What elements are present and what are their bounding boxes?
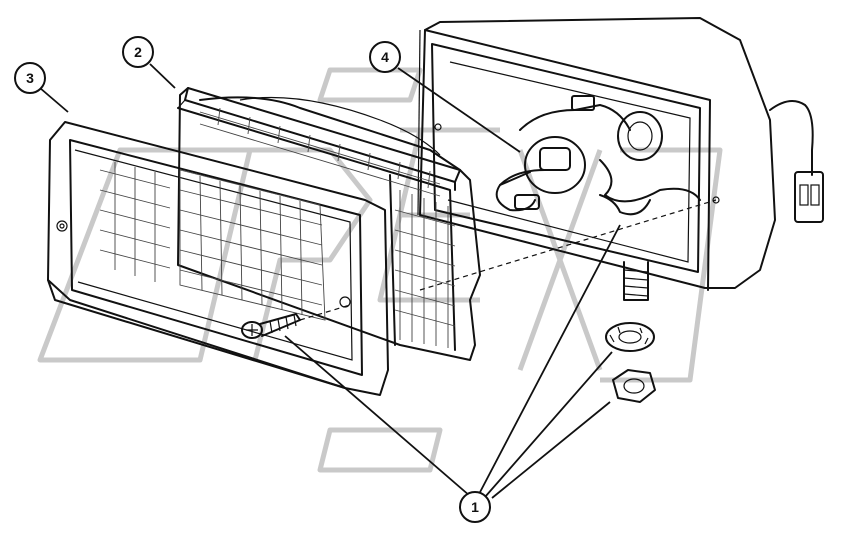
callout-3: 3	[14, 62, 46, 94]
bulb-4	[495, 136, 586, 212]
leader-lines	[39, 63, 621, 499]
callout-3-label: 3	[26, 70, 34, 86]
callout-1-label: 1	[471, 499, 479, 515]
callout-2-label: 2	[134, 44, 142, 60]
bezel-3	[47, 121, 389, 396]
nut-1	[612, 369, 656, 403]
callout-4-label: 4	[381, 49, 389, 65]
lamp-housing	[417, 17, 824, 301]
callout-4: 4	[369, 41, 401, 73]
callout-2: 2	[122, 36, 154, 68]
screw-1	[241, 313, 301, 339]
callout-1: 1	[459, 491, 491, 523]
alignment-lines	[299, 199, 717, 321]
lens-2	[177, 87, 481, 361]
washer-1	[605, 322, 655, 352]
